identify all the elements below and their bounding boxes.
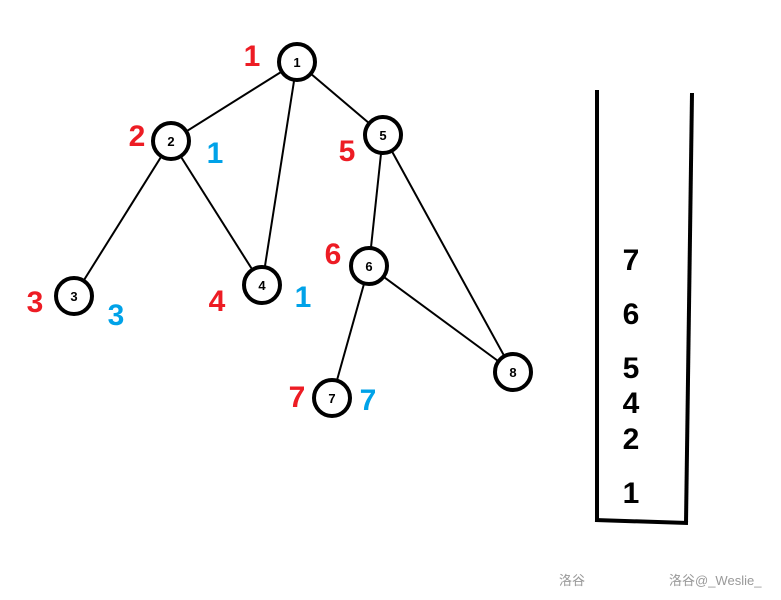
- node-3: 3: [54, 276, 94, 316]
- node-circle: [349, 246, 389, 286]
- node-6: 6: [349, 246, 389, 286]
- dfn-label-node-1: 1: [244, 40, 261, 73]
- edge-1-2: [170, 61, 298, 142]
- node-7: 7: [312, 378, 352, 418]
- stack-item: 7: [623, 244, 640, 277]
- node-label: 5: [379, 128, 386, 143]
- stack-container: 7 6 542 1: [594, 90, 694, 525]
- node-label: 2: [167, 134, 174, 149]
- node-1: 1: [277, 42, 317, 82]
- node-label: 6: [365, 259, 372, 274]
- node-5: 5: [363, 115, 403, 155]
- node-circle: [363, 115, 403, 155]
- dfn-label-node-7: 7: [289, 381, 306, 414]
- stack-item: 1: [623, 477, 640, 510]
- node-circle: [151, 121, 191, 161]
- dfn-label-node-4: 4: [209, 285, 226, 318]
- node-label: 8: [509, 365, 516, 380]
- edge-5-8: [382, 134, 514, 373]
- node-label: 1: [293, 55, 300, 70]
- watermark-right: 洛谷@_Weslie_: [669, 573, 762, 588]
- low-label-node-3: 3: [108, 299, 125, 332]
- stack-right-wall: [684, 92, 694, 524]
- node-circle: [54, 276, 94, 316]
- stack-item: 6: [623, 298, 640, 331]
- dfn-label-node-3: 3: [27, 286, 44, 319]
- node-circle: [242, 265, 282, 305]
- node-circle: [312, 378, 352, 418]
- edge-6-8: [368, 265, 514, 373]
- node-4: 4: [242, 265, 282, 305]
- node-label: 4: [258, 278, 266, 293]
- node-circle: [493, 352, 533, 392]
- edge-5-6: [368, 134, 384, 267]
- dfn-label-node-5: 5: [339, 135, 356, 168]
- node-label: 7: [328, 391, 335, 406]
- dfn-label-node-6: 6: [325, 238, 342, 271]
- node-label: 3: [70, 289, 77, 304]
- stack-bottom: [594, 518, 689, 525]
- node-2: 2: [151, 121, 191, 161]
- dfn-label-node-2: 2: [129, 120, 146, 153]
- low-label-node-4: 1: [295, 281, 312, 314]
- edge-2-3: [73, 140, 172, 297]
- low-label-node-7: 7: [360, 384, 377, 417]
- stack-item: 2: [623, 423, 640, 456]
- node-8: 8: [493, 352, 533, 392]
- edge-1-4: [261, 61, 298, 286]
- low-label-node-2: 1: [207, 137, 224, 170]
- stack-item: 5: [623, 352, 640, 385]
- watermark-left: 洛谷: [559, 573, 586, 588]
- node-circle: [277, 42, 317, 82]
- edge-2-4: [170, 140, 263, 286]
- edge-6-7: [331, 265, 370, 399]
- stack-item: 4: [623, 387, 640, 420]
